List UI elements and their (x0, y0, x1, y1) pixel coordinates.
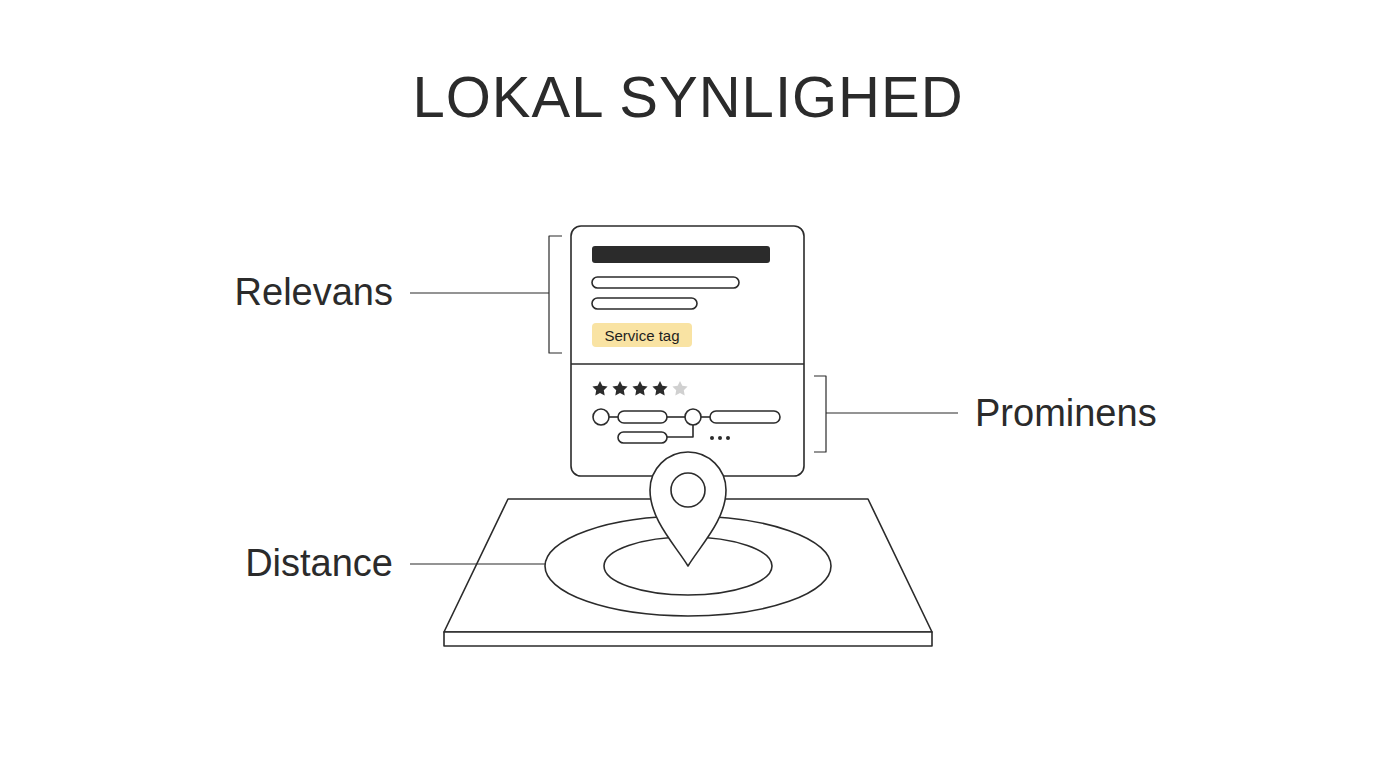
callout-label: Relevans (235, 271, 393, 314)
tag-text: Service tag (604, 327, 679, 344)
timeline-link (609, 416, 618, 418)
callout-label: Prominens (975, 392, 1157, 435)
diagram-title: LOKAL SYNLIGHED (412, 63, 963, 130)
text-line (592, 298, 697, 309)
timeline-link (667, 416, 685, 418)
title-bar (592, 246, 770, 263)
star-empty (672, 381, 687, 396)
leader-line (826, 412, 958, 413)
timeline-link (701, 416, 710, 418)
business-card (571, 226, 804, 476)
timeline-pill (618, 432, 667, 443)
leader-line (410, 292, 549, 293)
card-divider (571, 363, 804, 365)
bracket (814, 376, 826, 452)
timeline-link (667, 425, 693, 437)
star (612, 381, 627, 396)
timeline-dot (685, 409, 701, 425)
callout-label: Distance (245, 542, 393, 585)
timeline-dot (593, 409, 609, 425)
service-tag: Service tag (592, 323, 692, 347)
pin-hole (671, 473, 705, 507)
bracket (549, 236, 562, 353)
star (652, 381, 667, 396)
star (632, 381, 647, 396)
leader-line (410, 563, 545, 564)
timeline-pill (710, 411, 780, 423)
rating-stars (592, 381, 730, 440)
platform-edge (444, 632, 932, 646)
more-dot (726, 436, 730, 440)
timeline-pill (618, 411, 667, 423)
more-dot (710, 436, 714, 440)
more-dot (718, 436, 722, 440)
location-pin (650, 452, 726, 566)
star (592, 381, 607, 396)
text-line (592, 277, 739, 288)
star-half (672, 381, 680, 396)
